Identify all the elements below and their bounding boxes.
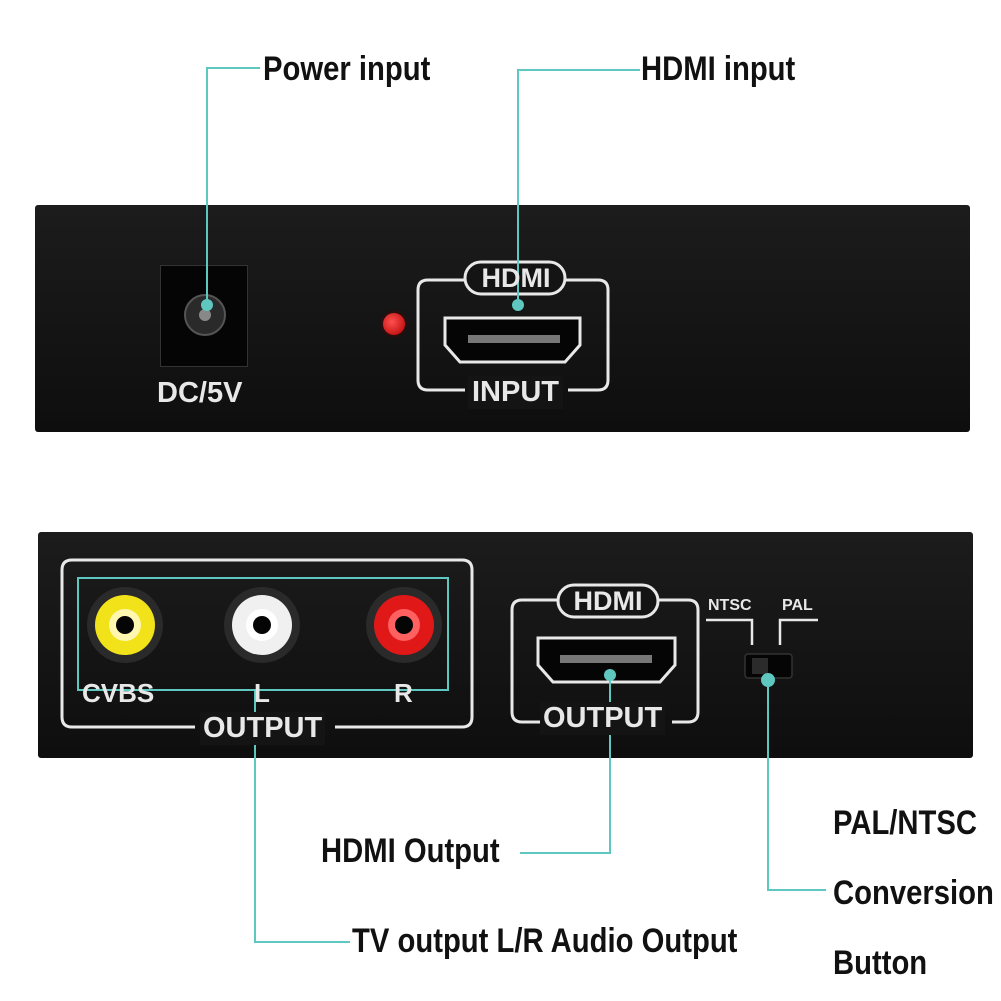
- hdmi-input-dot: [512, 299, 524, 311]
- ntsc-label: NTSC: [708, 597, 752, 614]
- av-inner-frame: [77, 577, 449, 691]
- r-label: R: [394, 678, 413, 708]
- hdmi-input-frame: [416, 278, 610, 392]
- hdmi-output-callout: HDMI Output: [321, 832, 500, 870]
- hdmi-output-badge: [556, 583, 660, 619]
- bottom-device-panel: [38, 532, 973, 758]
- hdmi-output-dot: [604, 669, 616, 681]
- r-audio-jack: [366, 587, 442, 663]
- power-input-dot: [201, 299, 213, 311]
- hdmi-output-badge-label: HDMI: [573, 586, 643, 616]
- cvbs-jack: [87, 587, 163, 663]
- pal-ntsc-callout-line3: Button: [833, 944, 928, 982]
- power-led: [383, 313, 405, 335]
- pal-label: PAL: [782, 597, 813, 614]
- power-input-callout: Power input: [263, 50, 431, 88]
- tv-output-leader: [254, 690, 350, 943]
- hdmi-input-leader: [517, 69, 640, 305]
- hdmi-input-badge: [463, 260, 567, 296]
- hdmi-input-callout: HDMI input: [641, 50, 796, 88]
- dc-5v-label: DC/5V: [157, 377, 243, 409]
- av-output-label: OUTPUT: [200, 712, 326, 745]
- pal-ntsc-callout-line1: PAL/NTSC: [833, 804, 978, 842]
- hdmi-input-label: INPUT: [468, 376, 563, 409]
- power-input-leader: [206, 67, 260, 305]
- av-output-frame: [60, 558, 474, 729]
- l-audio-jack: [224, 587, 300, 663]
- hdmi-output-frame: [510, 598, 700, 724]
- hdmi-input-badge-label: HDMI: [481, 263, 551, 293]
- l-label: L: [254, 678, 270, 708]
- hdmi-output-label: OUTPUT: [540, 702, 666, 735]
- pal-ntsc-dot: [761, 673, 775, 687]
- tv-output-callout: TV output L/R Audio Output: [352, 922, 738, 960]
- pal-ntsc-leader: [767, 680, 826, 891]
- cvbs-label: CVBS: [82, 678, 155, 708]
- dc-power-jack: [160, 265, 248, 367]
- pal-ntsc-callout-line2: Conversion: [833, 874, 994, 912]
